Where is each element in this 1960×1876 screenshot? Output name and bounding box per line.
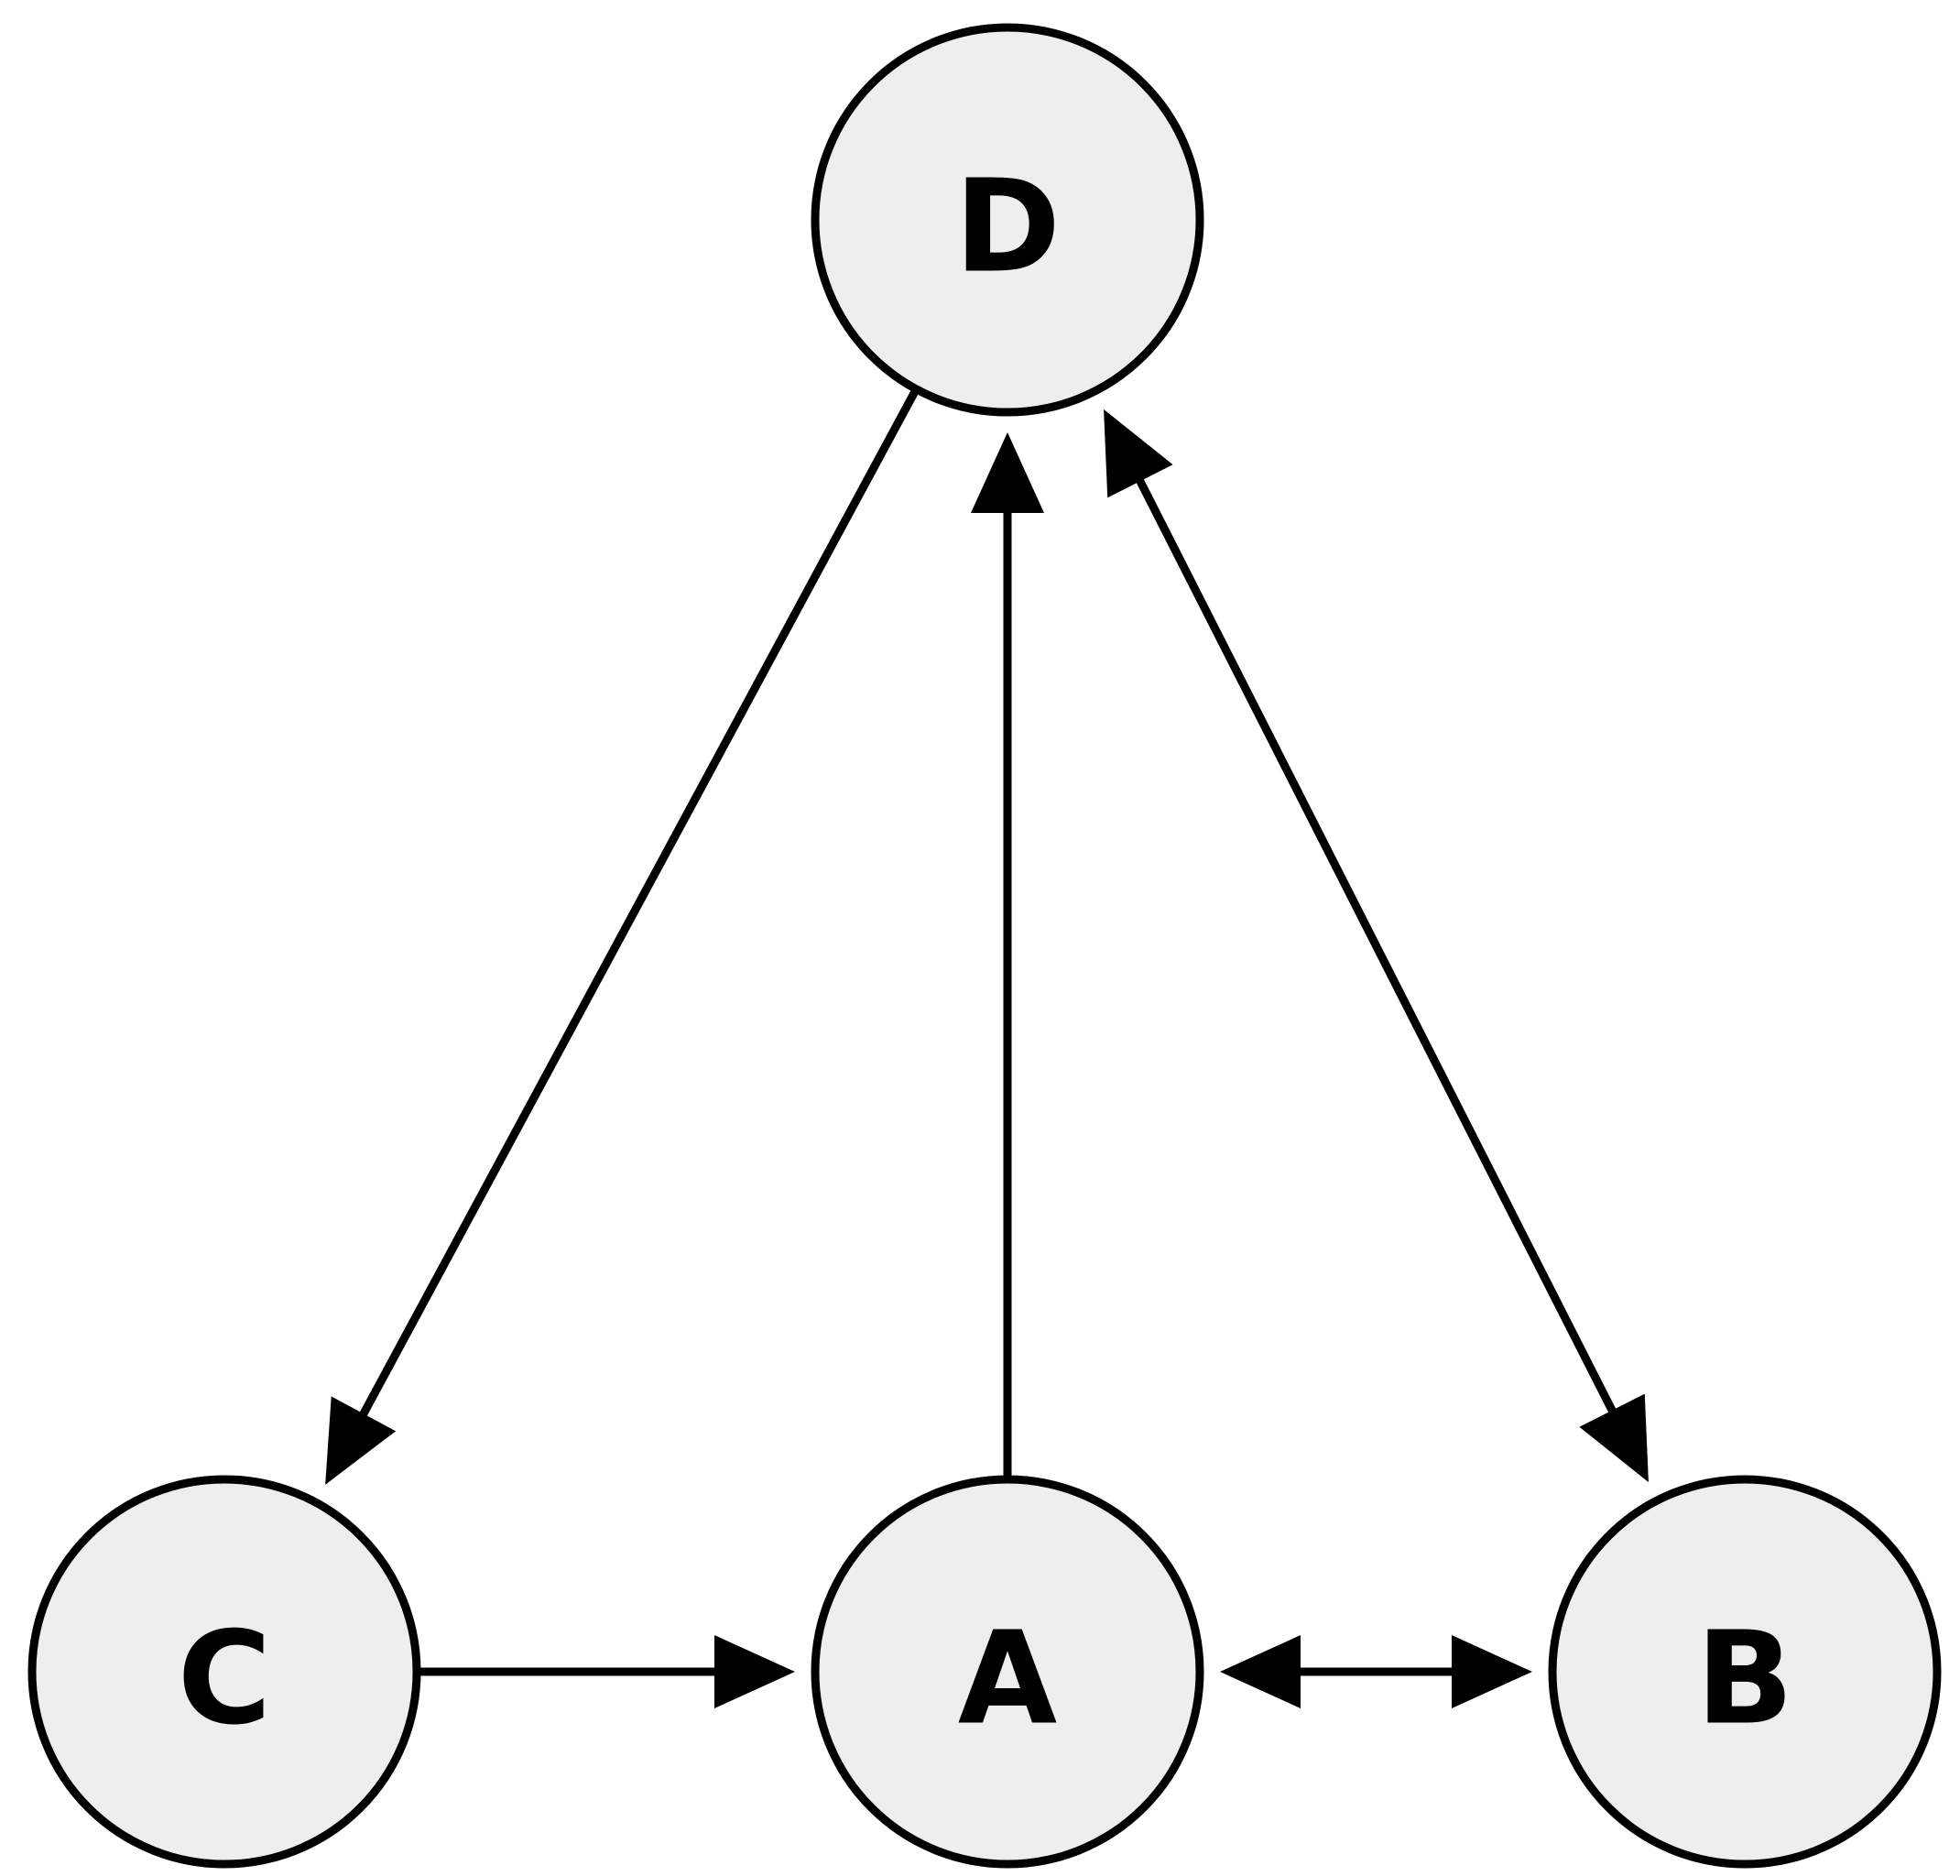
edge-d-c-line: [355, 387, 920, 1423]
node-a-circle: [811, 1475, 1204, 1869]
node-b-circle: [1548, 1475, 1942, 1869]
node-b-label: B: [1696, 1605, 1794, 1754]
node-d-circle: [811, 23, 1204, 417]
node-c: C: [27, 1475, 421, 1869]
edge-d-b-arrowhead-end: [1579, 1393, 1649, 1483]
edge-a-b-arrowhead-end: [1452, 1635, 1532, 1708]
edge-a-b-arrowhead-start: [1220, 1635, 1301, 1708]
edge-c-a-arrowhead-end: [714, 1635, 795, 1708]
node-c-label: C: [178, 1605, 272, 1754]
edge-a-d-arrowhead-end: [971, 432, 1044, 513]
node-c-circle: [27, 1475, 421, 1869]
node-d: D: [811, 23, 1204, 417]
edge-d-b-arrowhead-start: [1104, 409, 1173, 498]
node-a-label: A: [958, 1605, 1057, 1754]
node-b: B: [1548, 1475, 1942, 1869]
node-a: A: [811, 1475, 1204, 1869]
edges-layer: [325, 387, 1649, 1708]
edge-d-c-arrowhead-end: [325, 1396, 397, 1485]
edge-d-b-line: [1132, 472, 1620, 1420]
node-d-label: D: [954, 153, 1061, 302]
